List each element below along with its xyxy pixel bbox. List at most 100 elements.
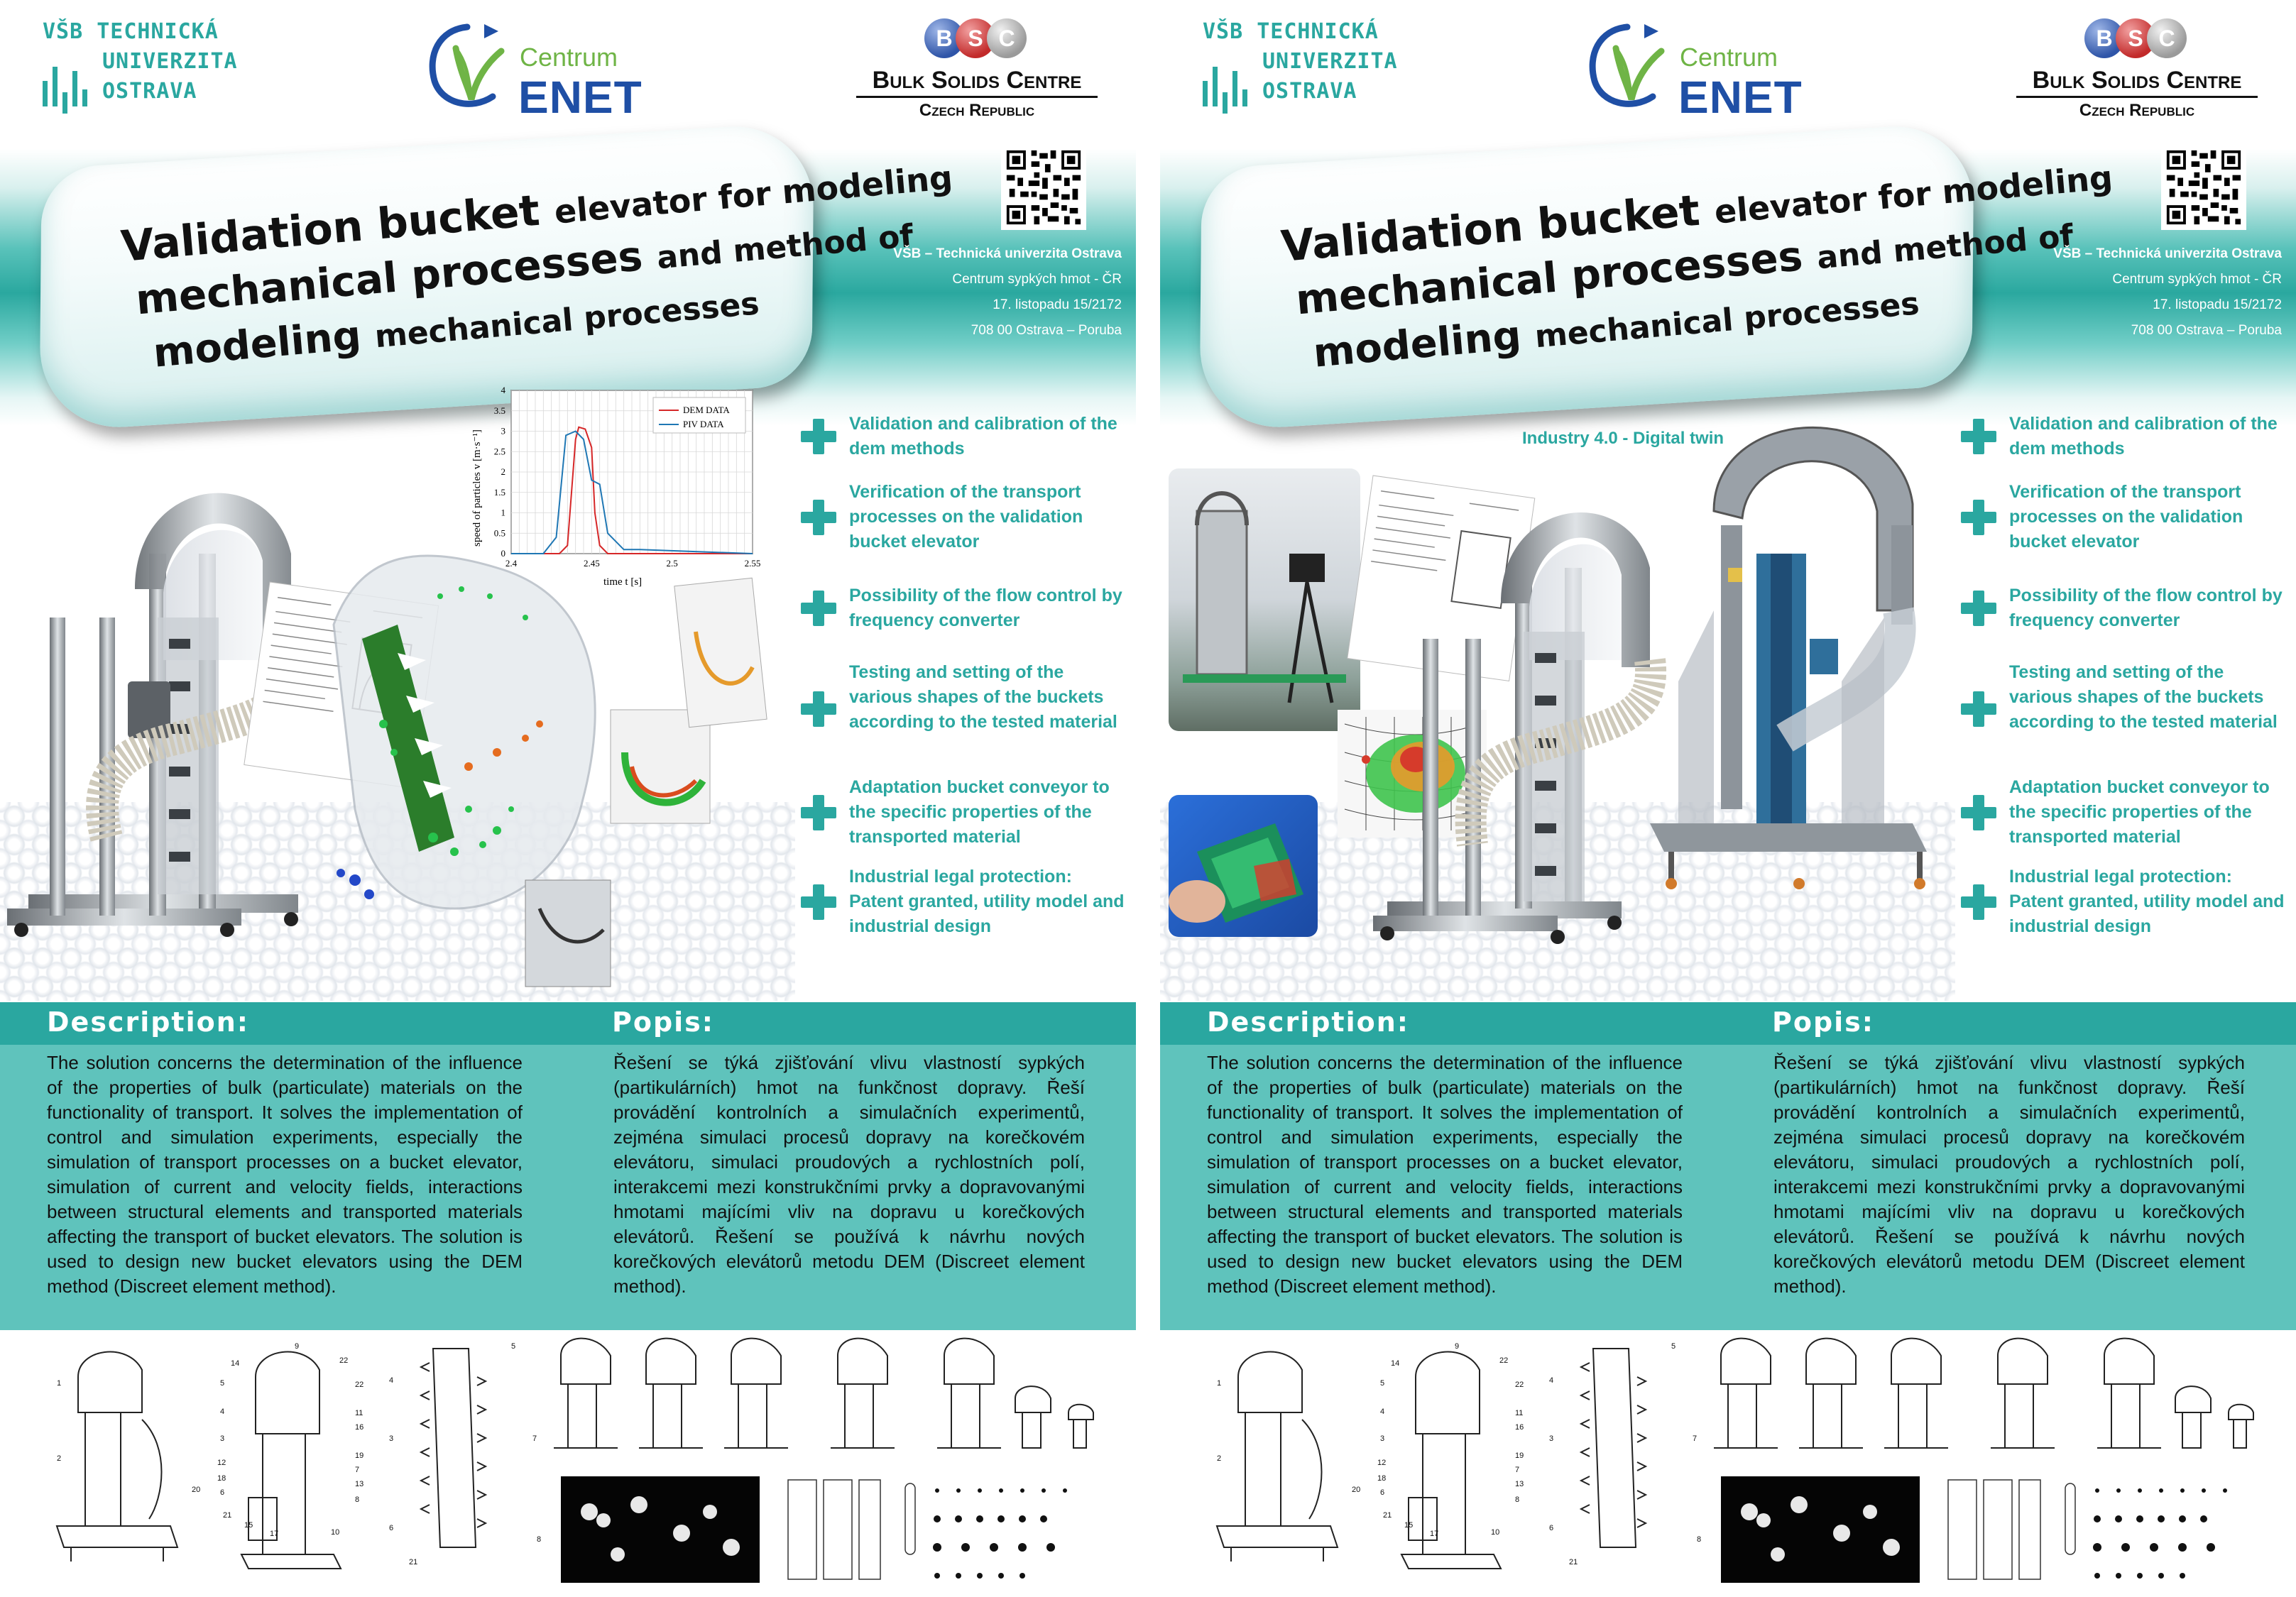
- feature-text: Adaptation bucket conveyor to the specif…: [2009, 777, 2270, 847]
- chart-x-axis-label: time t [s]: [603, 576, 642, 588]
- drawing-label: 20: [1352, 1486, 1360, 1494]
- chart-y-tick-label: 4: [501, 385, 506, 395]
- drawing-label: 19: [1515, 1451, 1524, 1460]
- patent-drawings: 1 2 20 14 9 22 5 22 11 4 16 3 19 12 7 18…: [55, 1337, 1094, 1583]
- vsb-bars-icon: [1203, 61, 1252, 114]
- drawing-label: 18: [1377, 1474, 1386, 1483]
- bsc-title: Bulk Solids Centre: [856, 67, 1098, 98]
- feature-text: Verification of the transport processes …: [2009, 482, 2243, 551]
- plus-icon: [1961, 419, 1996, 454]
- description-title-cz: Popis:: [1772, 1006, 1874, 1038]
- vsb-logo-line3: OSTRAVA: [1262, 79, 1357, 104]
- patent-drawings: 1 2 20 14 9 22 5 22 11 4 16 3 19 12 7 18…: [1215, 1337, 2254, 1583]
- bucket-elevator-illustration: [7, 493, 767, 987]
- drawing-label: 14: [1391, 1359, 1399, 1368]
- bsc-letter-c: C: [2147, 18, 2187, 58]
- drawing-label: 20: [192, 1486, 200, 1494]
- drawing-label: 2: [1217, 1454, 1221, 1463]
- address-line2: 17. listopadu 15/2172: [2153, 297, 2282, 312]
- address-line3: 708 00 Ostrava – Poruba: [971, 323, 1122, 338]
- qr-code-icon[interactable]: [2161, 145, 2246, 230]
- drawing-label: 8: [355, 1496, 359, 1504]
- drawing-label: 4: [220, 1407, 224, 1416]
- address-line0: VŠB – Technická univerzita Ostrava: [893, 246, 1122, 261]
- drawing-label: 8: [1515, 1496, 1519, 1504]
- vsb-logo-line1: VŠB TECHNICKÁ: [43, 19, 219, 44]
- bsc-letter-b: B: [2084, 18, 2124, 58]
- drawing-label: 2: [57, 1454, 61, 1463]
- description-text-cz: Řešení se týká zjišťování vlivu vlastnos…: [1773, 1052, 2245, 1297]
- description-title-cz: Popis:: [612, 1006, 714, 1038]
- chart-y-tick-label: 1.5: [494, 487, 505, 498]
- enet-centrum: Centrum: [520, 43, 618, 72]
- vsb-logo: VŠB TECHNICKÁ UNIVERZITA OSTRAVA: [43, 17, 277, 114]
- enet-logo: Centrum ENET: [425, 20, 645, 123]
- plus-icon: [801, 500, 836, 535]
- description-title-en: Description:: [1207, 1006, 1409, 1038]
- drawing-label: 21: [409, 1558, 417, 1566]
- plus-icon: [801, 591, 836, 626]
- description-text-en: The solution concerns the determination …: [1207, 1052, 1683, 1297]
- chart-legend-label: DEM DATA: [683, 405, 730, 415]
- vsb-logo-line2: UNIVERZITA: [102, 49, 238, 74]
- drawing-label: 3: [1549, 1434, 1553, 1443]
- drawing-label: 11: [1515, 1409, 1523, 1417]
- drawing-label: 5: [220, 1379, 224, 1388]
- description-body: [1160, 1045, 2296, 1330]
- address-line0: VŠB – Technická univerzita Ostrava: [2053, 246, 2282, 261]
- plus-icon: [1961, 591, 1996, 626]
- plus-icon: [1961, 884, 1996, 920]
- bsc-title: Bulk Solids Centre: [2016, 67, 2258, 98]
- feature-text: Industrial legal protection: Patent gran…: [849, 867, 1125, 936]
- drawing-label: 8: [537, 1535, 541, 1544]
- drawing-label: 4: [389, 1376, 393, 1385]
- description-band: [1160, 1002, 2296, 1045]
- description-title-en: Description:: [47, 1006, 249, 1038]
- drawing-label: 8: [1697, 1535, 1701, 1544]
- vsb-logo-line2: UNIVERZITA: [1262, 49, 1398, 74]
- drawing-label: 6: [1549, 1524, 1553, 1532]
- drawing-label: 6: [1380, 1488, 1384, 1497]
- qr-code-icon[interactable]: [1001, 145, 1086, 230]
- chart-x-tick-label: 2.45: [584, 558, 600, 569]
- hand-bucket-photo: [1169, 795, 1318, 937]
- address-line2: 17. listopadu 15/2172: [993, 297, 1122, 312]
- enet-swoosh-icon: [429, 23, 505, 107]
- drawing-label: 3: [1380, 1434, 1384, 1443]
- drawing-label: 3: [220, 1434, 224, 1443]
- drawing-label: 7: [1693, 1434, 1697, 1443]
- feature-text: Possibility of the flow control by frequ…: [849, 586, 1122, 630]
- drawing-label: 21: [1383, 1511, 1392, 1520]
- drawing-label: 10: [331, 1528, 339, 1537]
- plus-icon: [801, 884, 836, 920]
- drawing-label: 18: [217, 1474, 226, 1483]
- enet-logo: Centrum ENET: [1585, 20, 1805, 123]
- chart-y-tick-label: 2: [501, 466, 506, 477]
- feature-text: Validation and calibration of the dem me…: [849, 414, 1117, 459]
- feature-text: Possibility of the flow control by frequ…: [2009, 586, 2283, 630]
- drawing-label: 6: [220, 1488, 224, 1497]
- feature-text: Validation and calibration of the dem me…: [2009, 414, 2278, 459]
- plus-icon: [801, 691, 836, 727]
- bsc-logo: B S C Bulk Solids Centre Czech Republic: [2016, 14, 2258, 121]
- plus-icon: [1961, 691, 1996, 727]
- drawing-label: 5: [1380, 1379, 1384, 1388]
- bsc-letter-s: S: [956, 18, 995, 58]
- plus-icon: [801, 419, 836, 454]
- drawing-label: 4: [1549, 1376, 1553, 1385]
- drawing-label: 6: [389, 1524, 393, 1532]
- enet-name: ENET: [518, 72, 643, 123]
- drawing-label: 9: [1455, 1342, 1459, 1351]
- bsc-letter-c: C: [987, 18, 1027, 58]
- feature-text: Testing and setting of the various shape…: [2009, 662, 2278, 732]
- drawing-label: 16: [355, 1423, 363, 1432]
- drawing-label: 7: [355, 1466, 359, 1474]
- drawing-label: 17: [270, 1530, 278, 1538]
- drawing-label: 22: [1499, 1356, 1508, 1365]
- feature-text: Industrial legal protection: Patent gran…: [2009, 867, 2285, 936]
- vsb-logo-line1: VŠB TECHNICKÁ: [1203, 19, 1379, 44]
- chart-y-tick-label: 0.5: [494, 527, 505, 538]
- feature-text: Adaptation bucket conveyor to the specif…: [849, 777, 1110, 847]
- drawing-label: 13: [1515, 1480, 1524, 1488]
